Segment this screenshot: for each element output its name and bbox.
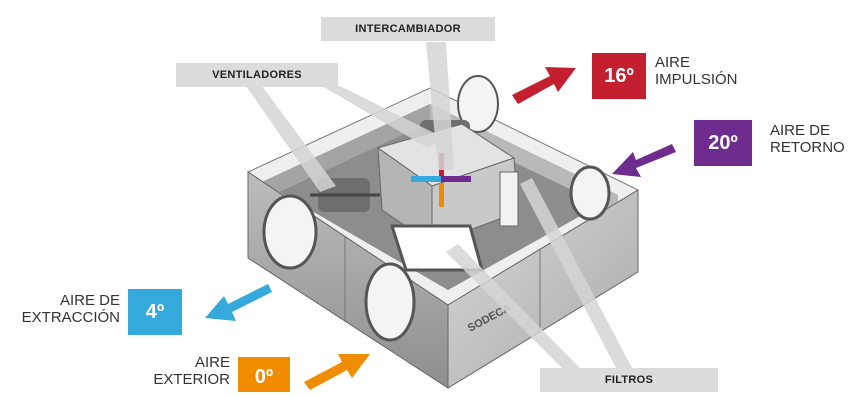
- filtros-label: FILTROS: [540, 368, 718, 392]
- filtros-pointer-a: [520, 178, 632, 368]
- retorno-label: AIRE DE RETORNO: [770, 122, 845, 156]
- impulsion-label-line1: AIRE: [655, 54, 691, 71]
- intercambiador-label: INTERCAMBIADOR: [321, 17, 495, 41]
- ventiladores-pointer-b: [246, 86, 336, 192]
- intercambiador-pointer: [426, 42, 454, 170]
- exterior-temp-badge: 0º: [238, 357, 290, 392]
- exterior-arrow: [304, 354, 370, 390]
- retorno-label-line2: RETORNO: [770, 139, 845, 156]
- ventiladores-pointer-a: [322, 86, 444, 148]
- extraccion-label-line2: EXTRACCIÓN: [21, 309, 120, 326]
- retorno-arrow: [612, 144, 676, 177]
- ventiladores-label: VENTILADORES: [176, 63, 338, 87]
- filtros-pointer-b: [446, 244, 580, 368]
- impulsion-label-line2: IMPULSIÓN: [655, 71, 738, 88]
- exterior-label: AIRE EXTERIOR: [100, 354, 230, 388]
- exterior-label-line1: AIRE: [194, 354, 230, 371]
- extraccion-arrow: [205, 284, 272, 321]
- retorno-temp-badge: 20º: [694, 120, 752, 166]
- retorno-label-line1: AIRE DE: [770, 122, 831, 139]
- impulsion-temp-badge: 16º: [592, 53, 646, 99]
- unit-housing: [246, 75, 640, 389]
- extraccion-label-line1: AIRE DE: [59, 292, 120, 309]
- impulsion-arrow: [512, 67, 576, 104]
- extraccion-temp-badge: 4º: [128, 289, 182, 335]
- extraccion-label: AIRE DE EXTRACCIÓN: [0, 292, 120, 326]
- impulsion-label: AIRE IMPULSIÓN: [655, 54, 738, 88]
- exterior-label-line2: EXTERIOR: [153, 371, 230, 388]
